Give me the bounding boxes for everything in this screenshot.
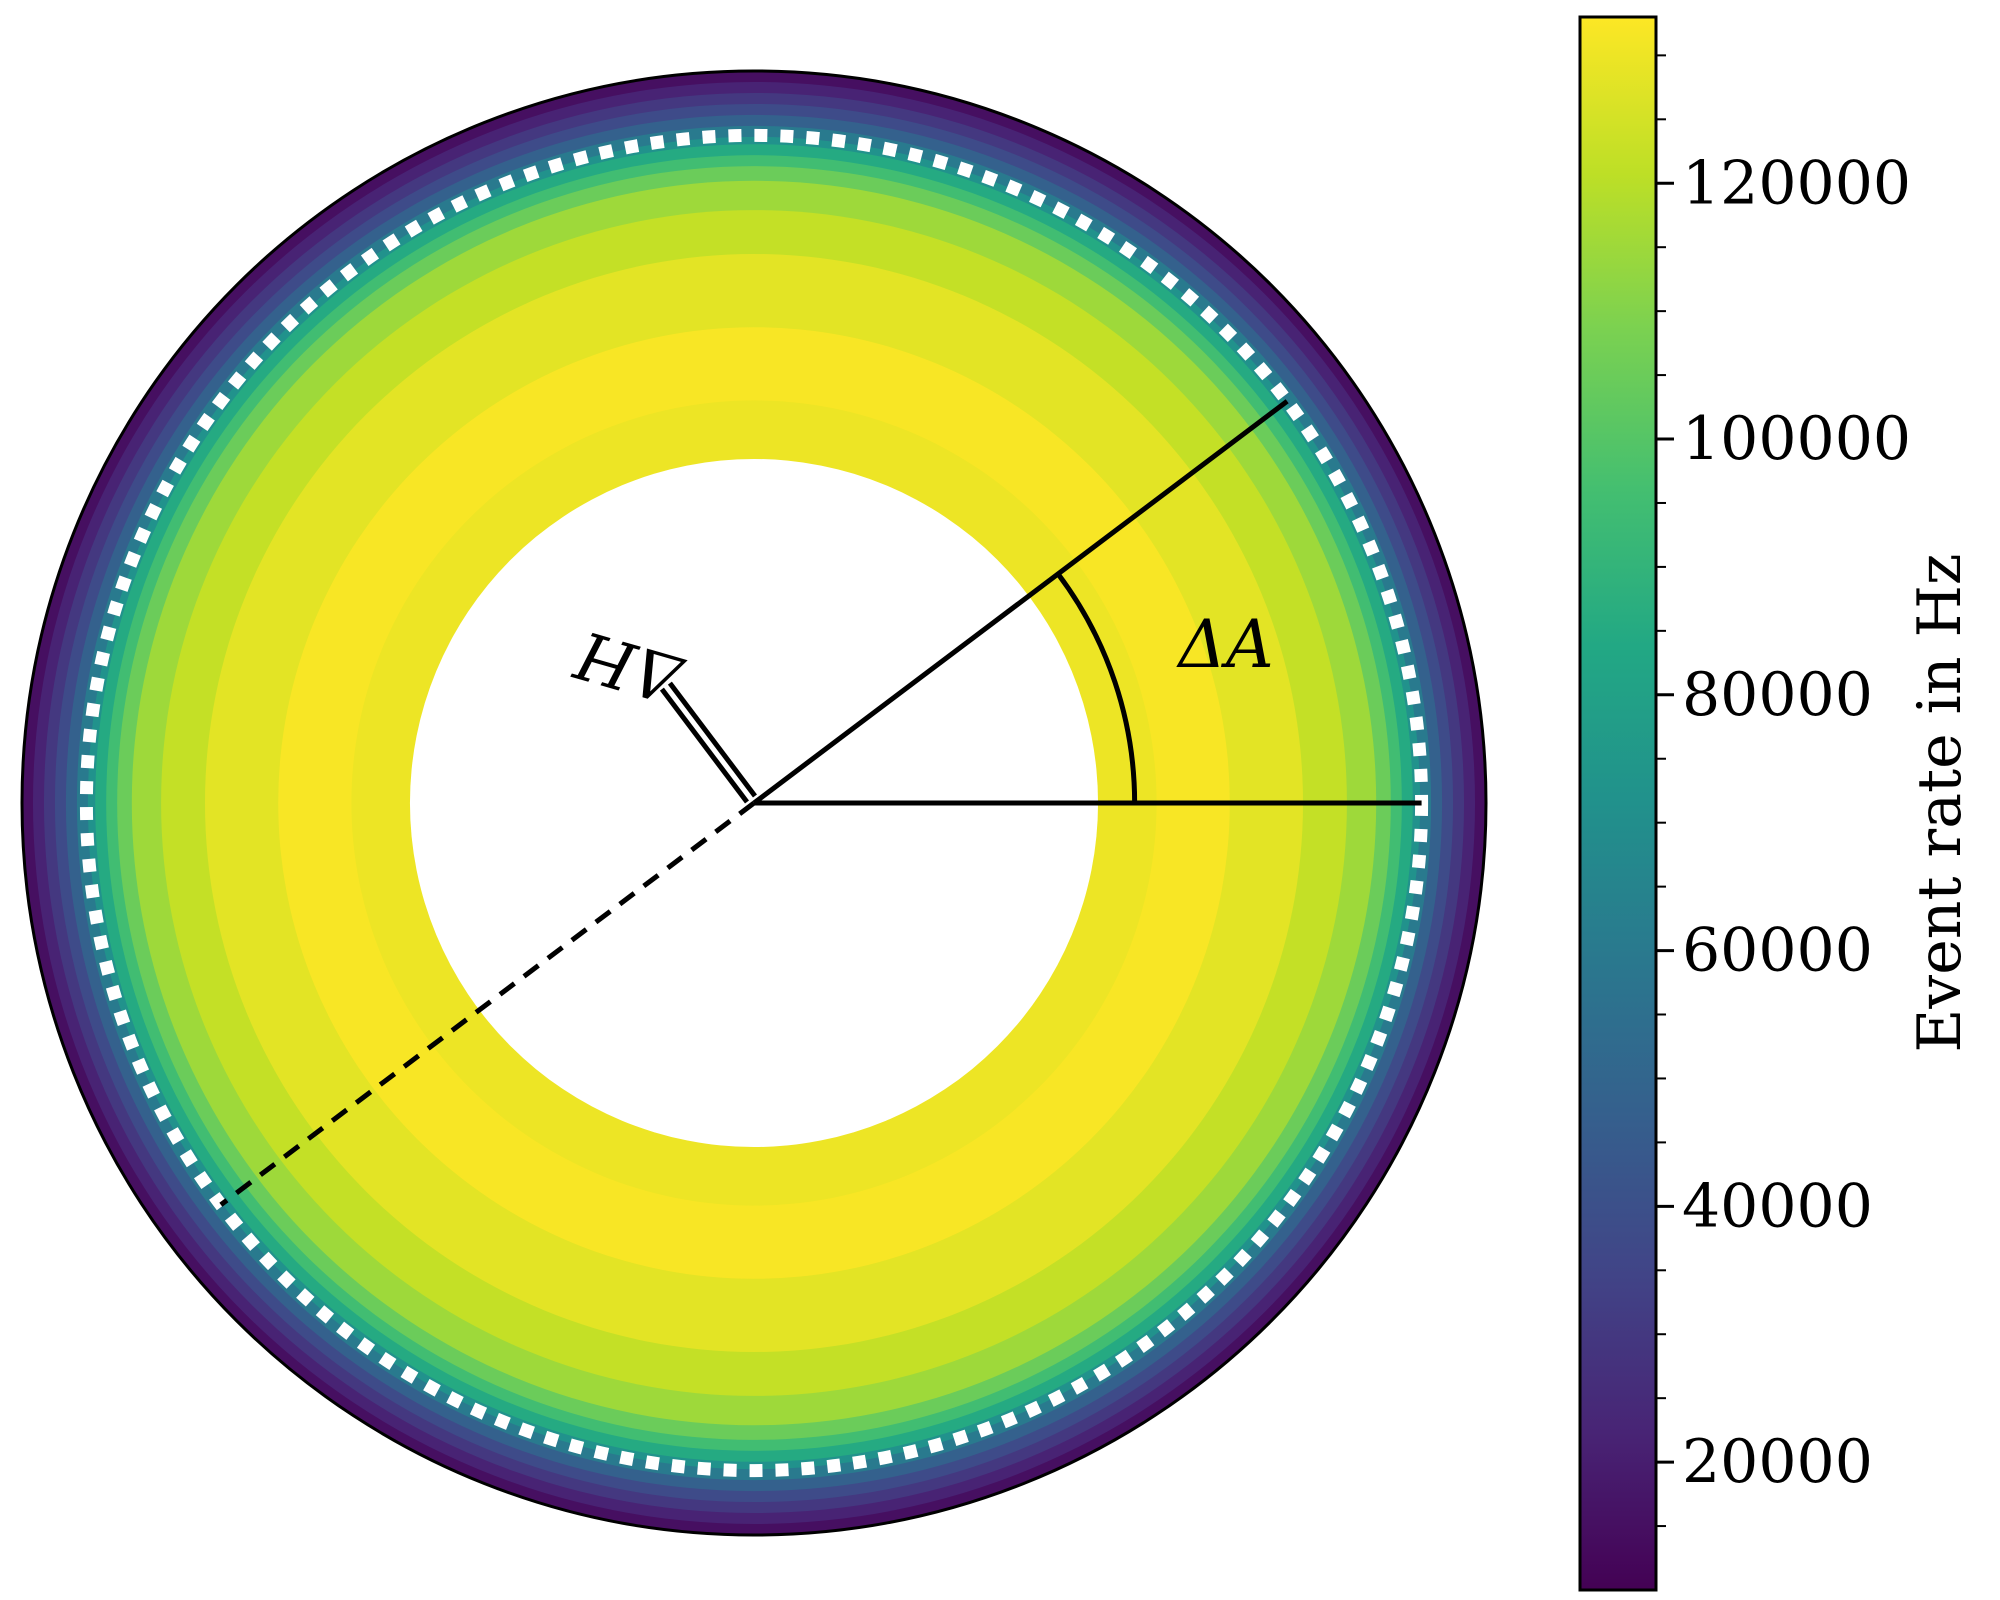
colorbar-tick-label: 20000 bbox=[1682, 1427, 1873, 1497]
delta-h-marker-line bbox=[667, 681, 757, 798]
delta-h-marker-line bbox=[659, 687, 749, 804]
colorbar-tick-label: 60000 bbox=[1682, 916, 1873, 986]
colorbar-tick-label: 100000 bbox=[1682, 404, 1911, 474]
delta-a-arc bbox=[1055, 572, 1138, 804]
colorbar-gradient bbox=[1578, 15, 1658, 1592]
dashed-ray bbox=[219, 801, 756, 1207]
colorbar-label: Event rate in Hz bbox=[1905, 553, 1975, 1052]
colorbar-ticks: 20000 40000 60000 80000 100000 120000 bbox=[1656, 54, 1911, 1528]
polar-plot: ΔA ΔH bbox=[20, 69, 1488, 1537]
outer-border bbox=[20, 69, 1488, 1537]
angle-ray bbox=[752, 399, 1289, 805]
colorbar-tick-label: 40000 bbox=[1682, 1171, 1873, 1241]
colorbar-tick-label: 120000 bbox=[1682, 148, 1911, 218]
delta-a-label: ΔA bbox=[1175, 606, 1273, 683]
colorbar-tick-label: 80000 bbox=[1682, 660, 1873, 730]
colorbar: 20000 40000 60000 80000 100000 120000 Event r… bbox=[1578, 15, 1975, 1592]
